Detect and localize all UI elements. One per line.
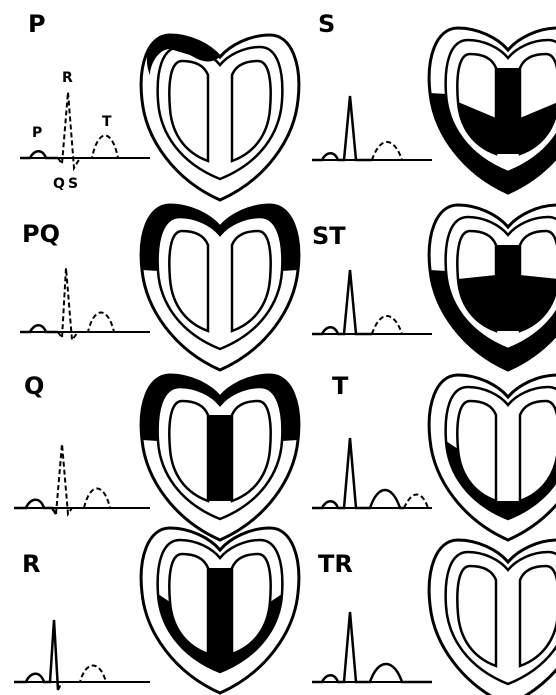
ecg-trace-tr [312,612,432,682]
panel-st: ST [312,205,556,370]
phase-label-q: Q [24,372,44,400]
heart-diagram-r [141,528,299,693]
heart-diagram-pq [141,205,299,370]
panel-t: T [312,372,556,540]
ecg-trace-r [14,620,150,690]
ecg-trace-s [312,96,432,160]
panel-pq: PQ [20,205,299,370]
panel-r: R [14,528,299,693]
phase-label-t: T [332,372,349,400]
ecg-trace-q [14,444,150,514]
heart-diagram-st [429,205,556,370]
phase-label-tr: TR [318,550,353,578]
phase-label-p: P [28,10,46,38]
phase-label-pq: PQ [22,220,60,248]
heart-diagram-q [141,375,299,540]
ecg-trace-st [312,270,432,334]
wave-label-t: T [102,114,112,130]
ecg-trace-pq [20,268,150,340]
phase-label-r: R [22,550,40,578]
wave-label-q: Q [53,176,65,192]
heart-diagram-t [429,375,556,540]
heart-diagram-tr [429,540,556,695]
wave-label-p: P [32,125,42,141]
ecg-trace-t [312,438,432,508]
heart-diagram-s [429,28,556,193]
panel-q: Q [14,372,299,540]
heart-diagram-p [141,35,299,200]
phase-label-st: ST [312,222,346,250]
panel-s: S [312,10,556,193]
wave-label-s: S [68,176,78,192]
phase-label-s: S [318,10,335,38]
wave-label-r: R [62,70,73,86]
panel-tr: TR [312,540,556,695]
